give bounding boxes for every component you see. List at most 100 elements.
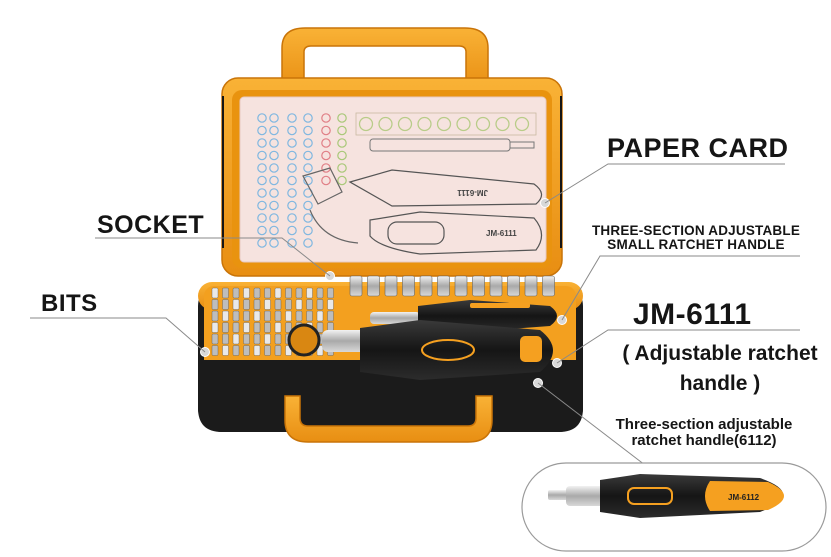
screwdriver-bit: [243, 322, 250, 333]
screwdriver-bit: [253, 299, 261, 310]
socket: [437, 275, 450, 297]
card-bit-circle: [269, 188, 279, 198]
socket: [419, 275, 433, 297]
card-bit-circle: [257, 200, 267, 211]
card-bit-circle: [269, 238, 279, 248]
card-bit-circle: [287, 213, 297, 223]
screwdriver-bit: [274, 345, 282, 356]
socket: [402, 275, 415, 297]
socket-row: [349, 275, 555, 297]
card-drawings: [302, 138, 543, 255]
screwdriver-bit: [253, 287, 261, 299]
screwdriver-bit: [327, 299, 334, 310]
label-bits: BITS: [41, 290, 98, 317]
screwdriver-bit: [232, 333, 240, 345]
card-socket-circle: [397, 116, 413, 132]
card-bit-circle: [287, 175, 297, 186]
card-bit-circle: [257, 113, 267, 123]
card-bit-circle: [287, 188, 297, 198]
screwdriver-bit: [274, 322, 282, 333]
socket: [489, 275, 503, 297]
screwdriver-bit: [316, 299, 324, 310]
label-paper-card: PAPER CARD: [607, 133, 789, 163]
card-bit-circle: [269, 113, 279, 123]
inset-handle-brand: JM-6112: [728, 493, 760, 502]
screwdriver-bit: [211, 322, 219, 333]
screwdriver-bit: [232, 299, 240, 310]
card-bit-circle: [269, 200, 279, 211]
label-ratchet-6112: Three-section adjustable ratchet handle(…: [594, 417, 814, 449]
screwdriver-bit: [211, 345, 219, 356]
card-bit-circle: [287, 225, 297, 236]
card-bit-circle: [321, 150, 331, 161]
socket: [454, 275, 468, 297]
card-bit-circle: [257, 213, 267, 223]
screwdriver-bit: [327, 310, 334, 322]
screwdriver-bit: [222, 299, 229, 310]
callout-lines: [30, 163, 800, 466]
screwdriver-bit: [211, 333, 219, 345]
screwdriver-bit: [295, 310, 303, 322]
screwdriver-bit: [316, 345, 324, 356]
screwdriver-bit: [222, 345, 229, 356]
card-bit-circle: [303, 150, 313, 161]
screwdriver-bit: [253, 345, 261, 356]
screwdriver-bit: [243, 287, 250, 299]
screwdriver-bit: [243, 345, 250, 356]
label-adjustable-ratchet: ( Adjustable ratchet handle ): [612, 339, 828, 399]
screwdriver-bit: [211, 310, 219, 322]
card-bit-circle: [303, 238, 313, 248]
inset-6112-handle: JM-6112: [521, 462, 827, 552]
socket: [472, 275, 485, 297]
screwdriver-bit: [274, 333, 282, 345]
screwdriver-bit: [264, 299, 271, 310]
screwdriver-bit: [232, 322, 240, 333]
screwdriver-bit: [306, 287, 313, 299]
socket: [507, 275, 520, 297]
screwdriver-bit: [264, 287, 271, 299]
card-bit-circle: [303, 200, 313, 211]
screwdriver-bit: [222, 322, 229, 333]
card-bit-circle: [269, 150, 279, 161]
screwdriver-bit: [274, 287, 282, 299]
socket: [384, 275, 398, 297]
card-bit-circle: [337, 125, 347, 136]
card-bit-circle: [337, 163, 347, 173]
card-bit-circle: [303, 163, 313, 173]
callout-line-6112: [537, 382, 646, 466]
callout-line-socket: [95, 237, 331, 277]
label-model-jm6111: JM-6111: [633, 298, 752, 331]
label-adjustable-line1: ( Adjustable ratchet: [622, 342, 818, 365]
card-socket-circle: [378, 116, 393, 132]
card-bit-circle: [287, 125, 297, 136]
large-ratchet-handle: [287, 320, 553, 380]
socket: [542, 275, 555, 297]
screwdriver-bit: [274, 299, 282, 310]
card-bit-circle: [337, 150, 347, 161]
card-bit-circle: [269, 225, 279, 236]
card-socket-circle: [495, 116, 510, 132]
label-small-ratchet-line2: SMALL RATCHET HANDLE: [607, 237, 785, 252]
screwdriver-bit: [264, 322, 271, 333]
card-bit-circle: [257, 238, 267, 248]
lid-handle-brand-1: JM-6111: [457, 188, 488, 197]
card-bit-circle: [303, 213, 313, 223]
card-bit-circle: [269, 125, 279, 136]
card-bit-circle: [269, 213, 279, 223]
card-socket-circle: [417, 116, 432, 132]
card-bit-circle: [321, 175, 331, 186]
screwdriver-bit: [222, 287, 229, 299]
label-small-ratchet-line1: THREE-SECTION ADJUSTABLE: [591, 223, 801, 238]
card-bit-circle: [257, 163, 267, 173]
card-socket-circle: [358, 116, 374, 132]
card-socket-circle: [436, 116, 452, 132]
screwdriver-bit: [285, 287, 292, 299]
card-handle-brand-text: JM-6111 JM-6111: [457, 188, 517, 238]
card-bit-circle: [269, 163, 279, 173]
callout-line-bits: [30, 317, 206, 353]
screwdriver-bit: [253, 333, 261, 345]
socket: [349, 275, 363, 297]
card-bit-circle: [321, 113, 331, 123]
screwdriver-bit: [222, 310, 229, 322]
screwdriver-bit: [232, 345, 240, 356]
